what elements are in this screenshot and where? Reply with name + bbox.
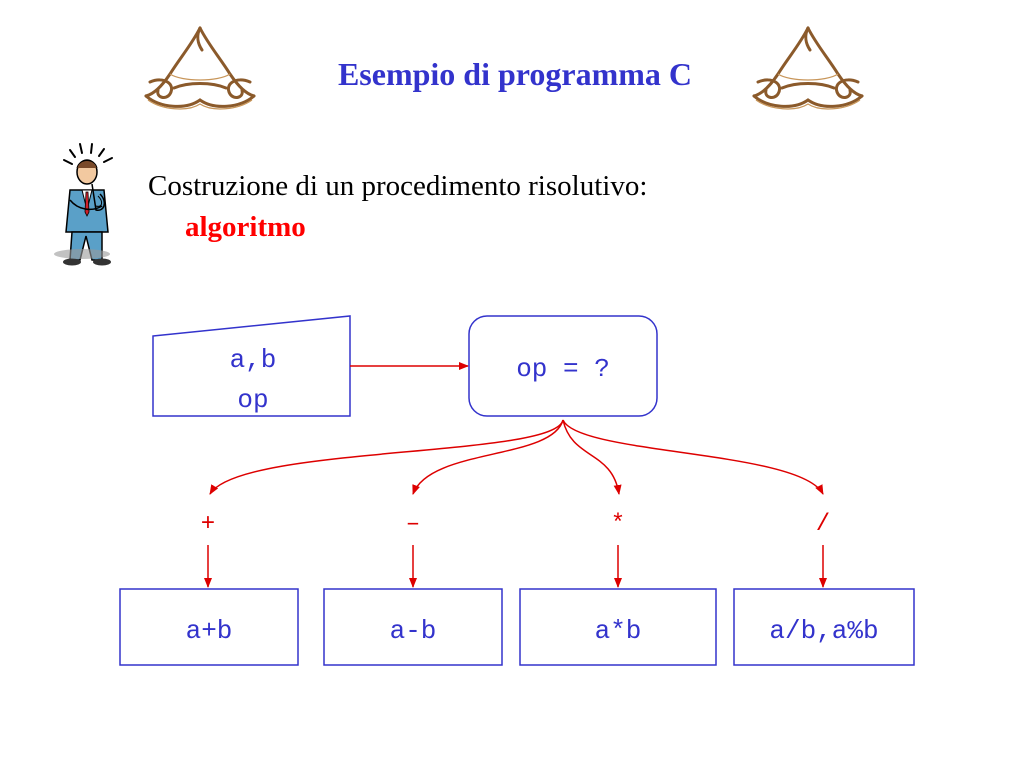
thinking-businessman-icon	[54, 143, 113, 266]
result-box-product	[519, 588, 717, 666]
operator-divide: /	[816, 511, 830, 538]
result-product: a*b	[595, 616, 642, 646]
operator-minus: –	[406, 511, 420, 538]
input-shape	[152, 315, 351, 417]
result-box-quotient	[733, 588, 915, 666]
body-text: Costruzione di un procedimento risolutiv…	[148, 170, 648, 202]
result-quotient: a/b,a%b	[769, 616, 878, 646]
result-box-difference	[323, 588, 503, 666]
flourish-ornament-icon	[752, 26, 864, 110]
branch-arrow-plus	[209, 419, 564, 495]
slide-title: Esempio di programma C	[337, 56, 693, 92]
flourish-ornament-icon	[144, 26, 256, 110]
operator-plus: +	[201, 511, 215, 538]
input-line-1: a,b	[230, 345, 277, 375]
body-keyword: algoritmo	[185, 211, 306, 243]
branch-arrow-minus	[412, 419, 564, 495]
operator-times: *	[611, 511, 625, 538]
result-difference: a-b	[390, 616, 437, 646]
branch-arrow-divide	[562, 419, 824, 495]
decision-label: op = ?	[516, 354, 610, 384]
branch-arrow-times	[562, 419, 622, 495]
input-line-2: op	[237, 385, 268, 415]
result-sum: a+b	[186, 616, 233, 646]
result-box-sum	[119, 588, 299, 666]
decision-box	[468, 315, 658, 417]
